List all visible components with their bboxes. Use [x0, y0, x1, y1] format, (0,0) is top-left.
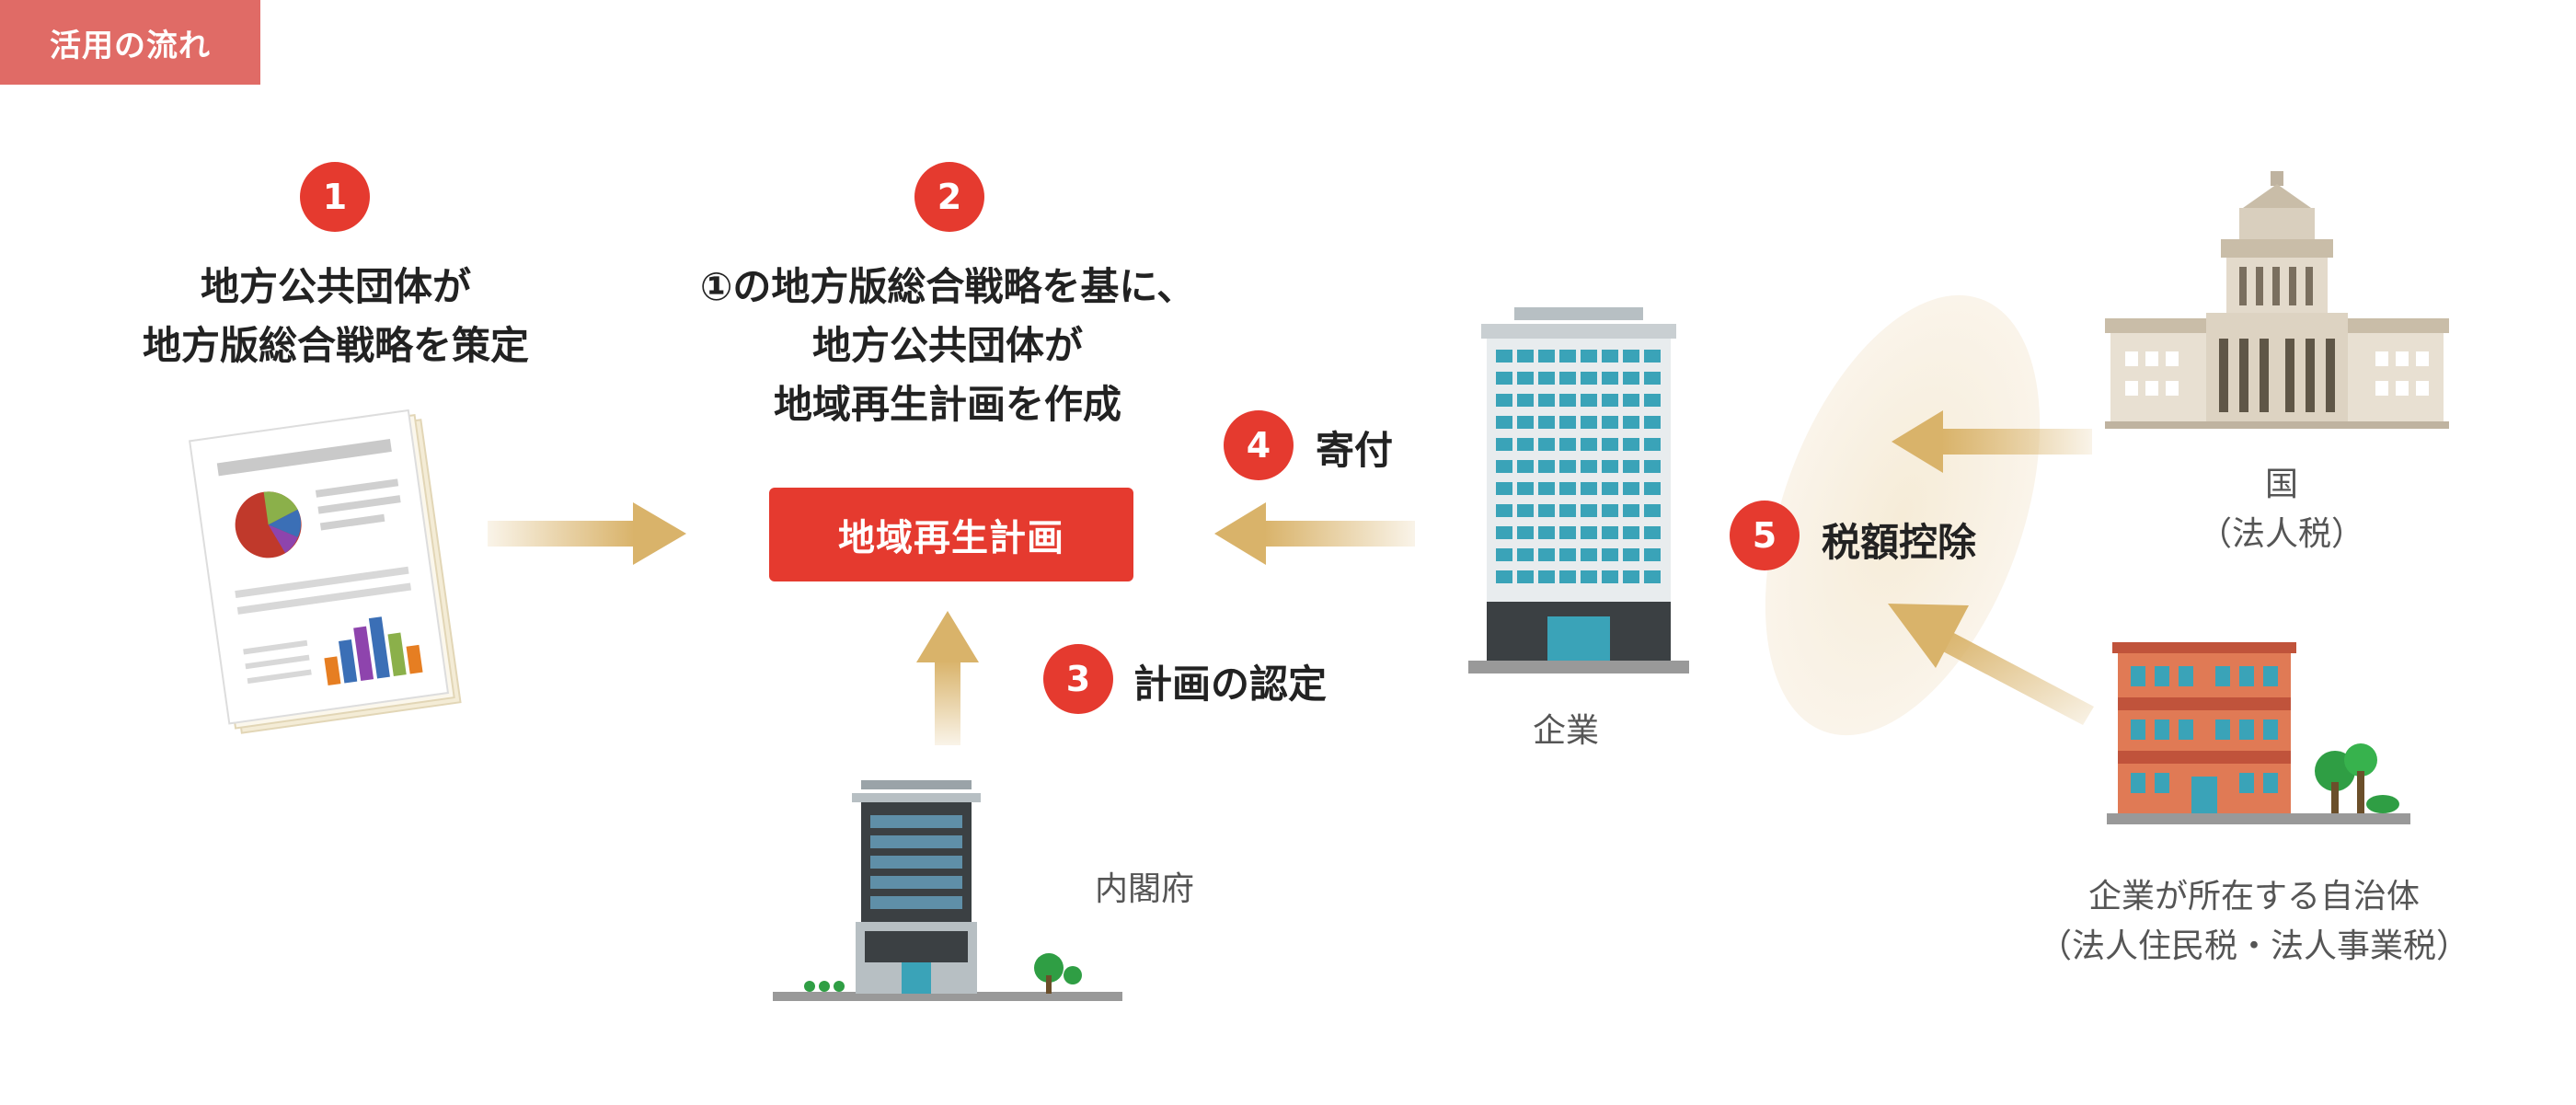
- step-1-description: 地方公共団体が 地方版総合戦略を策定: [55, 258, 616, 375]
- step-4-label-donation: 寄付: [1316, 428, 1394, 473]
- municipality-label-line-2: （法人住民税・法人事業税）: [2038, 927, 2469, 965]
- step-2-line-1: ①の地方版総合戦略を基に、: [699, 264, 1196, 309]
- arrow-municipality-to-company: [1888, 604, 2094, 725]
- arrow-cabinet-to-plan: [916, 611, 979, 745]
- company-building-icon: [1468, 307, 1689, 673]
- cabinet-office-building-icon: [773, 780, 1122, 1001]
- step-3-label-plan-approval: 計画の認定: [1133, 662, 1328, 707]
- tax-deduction-highlight-ellipse: [1765, 294, 2041, 736]
- step-1-line-1: 地方公共団体が: [200, 264, 471, 309]
- nation-label: 国 （法人税）: [2180, 460, 2383, 559]
- regional-revitalization-plan-box: 地域再生計画: [769, 488, 1133, 581]
- municipality-label: 企業が所在する自治体 （法人住民税・法人事業税）: [2024, 872, 2484, 972]
- step-5-label-tax-deduction: 税額控除: [1822, 520, 1977, 565]
- arrow-nation-to-company: [1892, 410, 2092, 473]
- step-1-badge: 1: [300, 162, 370, 232]
- step-1-line-2: 地方版総合戦略を策定: [142, 323, 529, 368]
- municipality-building-icon: [2107, 642, 2410, 824]
- section-tab-label: 活用の流れ: [0, 0, 260, 85]
- step-4-badge: 4: [1224, 410, 1294, 480]
- step-5-badge: 5: [1730, 501, 1800, 570]
- step-2-description: ①の地方版総合戦略を基に、 地方公共団体が 地域再生計画を作成: [626, 258, 1270, 434]
- nation-label-line-1: 国: [2264, 466, 2298, 503]
- arrow-strategy-to-plan: [488, 502, 686, 565]
- step-2-line-2: 地方公共団体が: [811, 323, 1083, 368]
- national-diet-building-icon: [2105, 171, 2449, 429]
- step-2-line-3: 地域再生計画を作成: [773, 382, 1121, 427]
- strategy-document-icon: [189, 409, 462, 734]
- nation-label-line-2: （法人税）: [2198, 515, 2364, 553]
- step-3-badge: 3: [1043, 644, 1113, 714]
- cabinet-office-label: 内閣府: [1095, 870, 1195, 908]
- company-label: 企業: [1533, 712, 1600, 750]
- arrow-company-to-plan: [1214, 502, 1415, 565]
- municipality-label-line-1: 企業が所在する自治体: [2087, 878, 2420, 915]
- step-2-badge: 2: [914, 162, 984, 232]
